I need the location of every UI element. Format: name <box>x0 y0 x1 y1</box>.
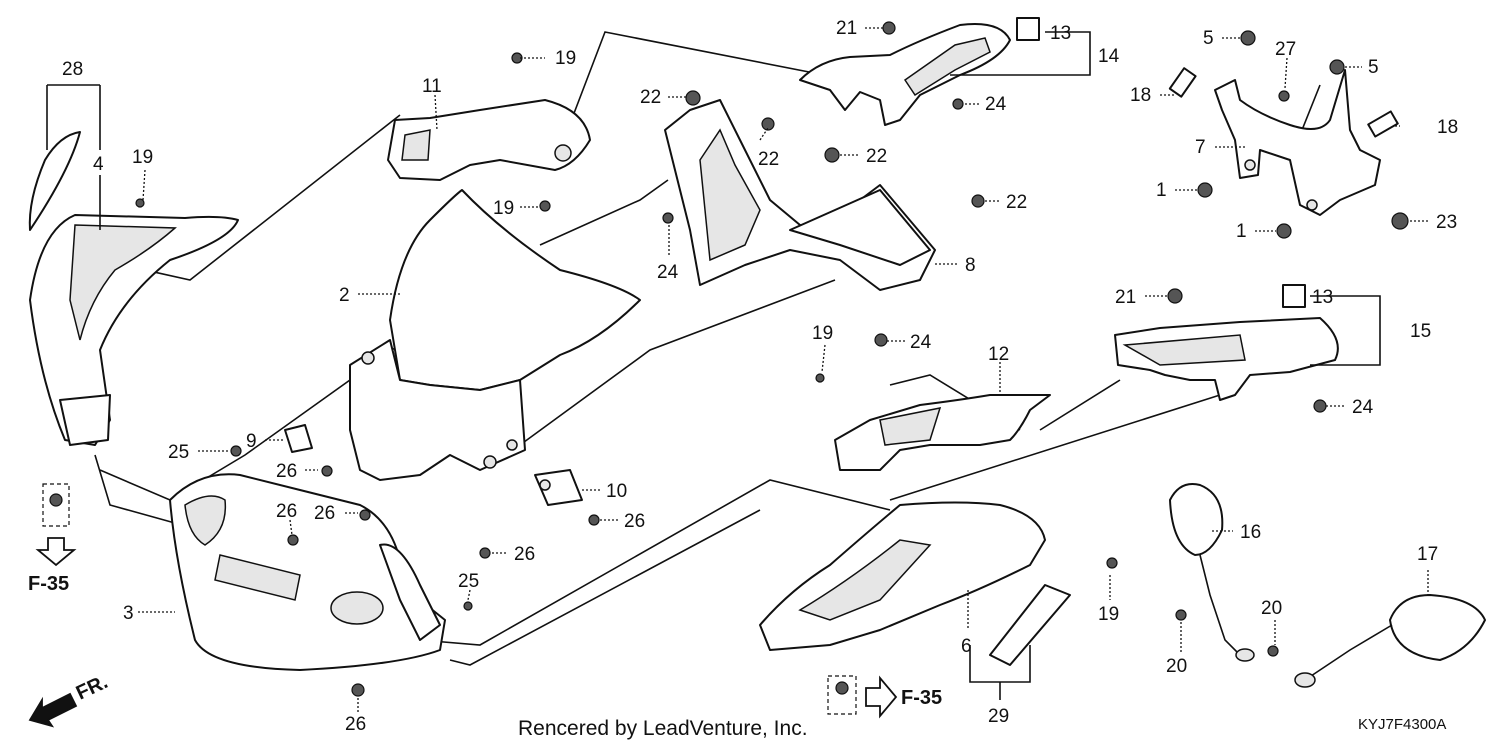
callout-26: 26 <box>276 501 297 522</box>
callout-19: 19 <box>1098 604 1119 625</box>
callout-29: 29 <box>988 706 1009 727</box>
callout-15: 15 <box>1410 321 1431 342</box>
callout-4: 4 <box>93 154 104 175</box>
callout-8: 8 <box>965 255 976 276</box>
callout-20: 20 <box>1261 598 1282 619</box>
callout-19: 19 <box>493 198 514 219</box>
callout-26: 26 <box>314 503 335 524</box>
callout-labels: 28 4 19 11 19 19 2 22 22 24 21 13 14 24 … <box>62 18 1458 735</box>
callout-2: 2 <box>339 285 350 306</box>
callout-19: 19 <box>812 323 833 344</box>
callout-19: 19 <box>132 147 153 168</box>
part-6-side-cowl[interactable] <box>759 501 1071 666</box>
callout-13: 13 <box>1050 23 1071 44</box>
part-12-inner-cover[interactable] <box>834 394 1051 471</box>
callout-leaders <box>46 27 1429 712</box>
part-17-mirror-left[interactable] <box>1294 594 1486 688</box>
part-3-front-cowl[interactable] <box>169 473 446 671</box>
callout-26: 26 <box>276 461 297 482</box>
part-10-bracket[interactable] <box>534 469 583 506</box>
callout-18: 18 <box>1437 117 1458 138</box>
callout-26: 26 <box>514 544 535 565</box>
callout-10: 10 <box>606 481 627 502</box>
callout-23: 23 <box>1436 212 1457 233</box>
callout-18: 18 <box>1130 85 1151 106</box>
callout-5: 5 <box>1203 28 1214 49</box>
callout-1: 1 <box>1156 180 1167 201</box>
callout-25: 25 <box>168 442 189 463</box>
callout-19: 19 <box>555 48 576 69</box>
callout-12: 12 <box>988 344 1009 365</box>
callout-22: 22 <box>1006 192 1027 213</box>
arrow-right-icon <box>865 675 898 719</box>
callout-24: 24 <box>657 262 679 283</box>
diagram-code: KYJ7F4300A <box>1358 716 1446 733</box>
part-15-duct[interactable] <box>1114 317 1339 401</box>
callout-24: 24 <box>910 332 932 353</box>
part-28-stripe[interactable] <box>28 131 81 231</box>
callout-22: 22 <box>866 146 887 167</box>
credit-text: Rencered by LeadVenture, Inc. <box>518 717 808 740</box>
callout-17: 17 <box>1417 544 1438 565</box>
callout-6: 6 <box>961 636 972 657</box>
callout-24: 24 <box>1352 397 1374 418</box>
callout-14: 14 <box>1098 46 1120 67</box>
part-16-mirror-right[interactable] <box>1169 483 1255 662</box>
ref-f35-left-label: F-35 <box>28 573 69 595</box>
front-arrow-icon <box>28 692 78 728</box>
callout-21: 21 <box>836 18 857 39</box>
callout-24: 24 <box>985 94 1007 115</box>
callout-26: 26 <box>624 511 645 532</box>
part-11-bracket[interactable] <box>387 99 591 181</box>
ref-f35-right: F-35 <box>865 675 942 719</box>
callout-1: 1 <box>1236 221 1247 242</box>
callout-9: 9 <box>246 431 257 452</box>
callout-22: 22 <box>758 149 779 170</box>
connector-lines <box>94 31 1321 666</box>
clip-box-right <box>827 675 857 715</box>
callout-22: 22 <box>640 87 661 108</box>
callout-5: 5 <box>1368 57 1379 78</box>
ref-f35-left: F-35 <box>28 537 77 595</box>
callout-21: 21 <box>1115 287 1136 308</box>
part-4-inner-cowl[interactable] <box>29 214 239 446</box>
callout-20: 20 <box>1166 656 1187 677</box>
front-direction: FR. <box>28 671 111 728</box>
ref-f35-right-label: F-35 <box>901 687 942 709</box>
hardware-fasteners <box>49 17 1409 697</box>
callout-11: 11 <box>422 76 442 97</box>
callout-28: 28 <box>62 59 83 80</box>
arrow-down-icon <box>35 537 77 567</box>
clip-box-left <box>42 483 70 527</box>
part-7-stay[interactable] <box>1214 69 1381 216</box>
part-9-bracket[interactable] <box>284 424 313 453</box>
callout-3: 3 <box>123 603 134 624</box>
callout-16: 16 <box>1240 522 1261 543</box>
callout-25: 25 <box>458 571 479 592</box>
callout-26: 26 <box>345 714 366 735</box>
callout-13: 13 <box>1312 287 1333 308</box>
part-inner-cover-center[interactable] <box>664 99 936 291</box>
front-label: FR. <box>73 671 111 705</box>
part-2-windscreen[interactable] <box>349 189 641 481</box>
callout-7: 7 <box>1195 137 1206 158</box>
callout-27: 27 <box>1275 39 1296 60</box>
